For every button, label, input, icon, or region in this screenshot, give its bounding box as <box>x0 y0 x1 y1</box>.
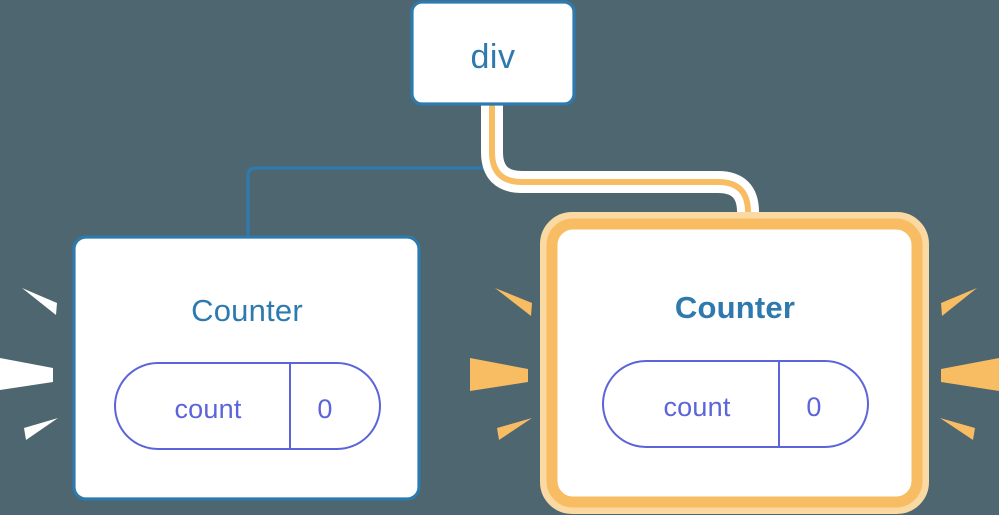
flash-rays-left-outer <box>0 288 58 440</box>
edge-div-to-counter-left <box>246 102 494 238</box>
prop-pill-outline <box>114 362 381 450</box>
prop-pill-outline <box>602 360 869 448</box>
node-counter-right[interactable]: Counter count 0 <box>540 212 929 514</box>
prop-name-count: count <box>663 392 730 422</box>
prop-value-count: 0 <box>806 392 821 422</box>
prop-value-count: 0 <box>317 394 332 424</box>
flash-rays-middle <box>470 288 532 440</box>
edge-div-to-counter-right <box>481 104 759 240</box>
prop-pill-counter-left: count 0 <box>114 362 381 450</box>
flash-rays-right-outer <box>940 288 999 440</box>
node-div[interactable]: div <box>410 0 576 106</box>
node-counter-left[interactable]: Counter count 0 <box>72 235 421 501</box>
node-counter-right-glow <box>540 212 929 514</box>
prop-pill-counter-right: count 0 <box>602 360 869 448</box>
node-div-box <box>410 0 576 106</box>
node-counter-right-label: Counter <box>675 290 795 325</box>
node-counter-left-label: Counter <box>191 293 303 328</box>
prop-name-count: count <box>174 394 241 424</box>
node-div-label: div <box>471 38 516 76</box>
